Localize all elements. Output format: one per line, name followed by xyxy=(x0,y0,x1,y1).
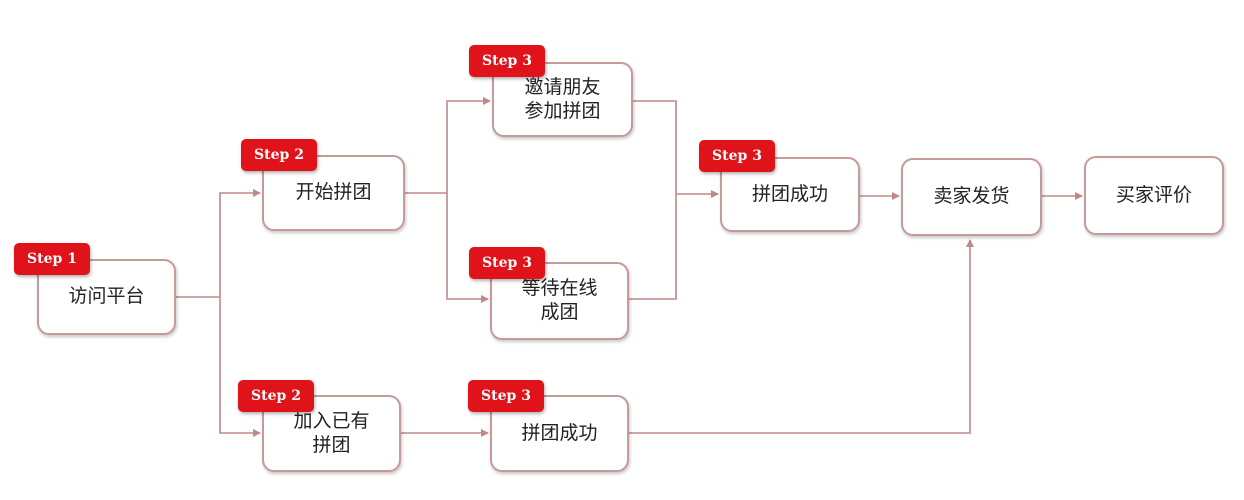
connector-to-start xyxy=(219,189,261,297)
step-badge-2-start: Step 2 xyxy=(241,139,317,171)
step-badge-3-invite: Step 3 xyxy=(469,45,545,77)
step-badge-1: Step 1 xyxy=(14,243,90,275)
connector-to-ship-from-bottom xyxy=(629,239,974,434)
node-buyer-review[interactable]: 买家评价 xyxy=(1084,156,1224,235)
connector-to-invite xyxy=(446,97,491,193)
step-badge-3-success-bottom: Step 3 xyxy=(468,380,544,412)
connector-to-join xyxy=(219,297,261,437)
step-badge-2-join: Step 2 xyxy=(238,380,314,412)
step-badge-3-wait: Step 3 xyxy=(469,247,545,279)
step-badge-3-success-top: Step 3 xyxy=(699,140,775,172)
node-wait-online[interactable]: 等待在线 成团 xyxy=(490,262,629,340)
connector-to-wait xyxy=(446,193,489,303)
connector-wait-merge xyxy=(629,194,677,300)
node-start-group[interactable]: 开始拼团 xyxy=(262,155,405,231)
connector-invite-merge xyxy=(633,100,677,194)
node-seller-ship[interactable]: 卖家发货 xyxy=(901,158,1042,236)
